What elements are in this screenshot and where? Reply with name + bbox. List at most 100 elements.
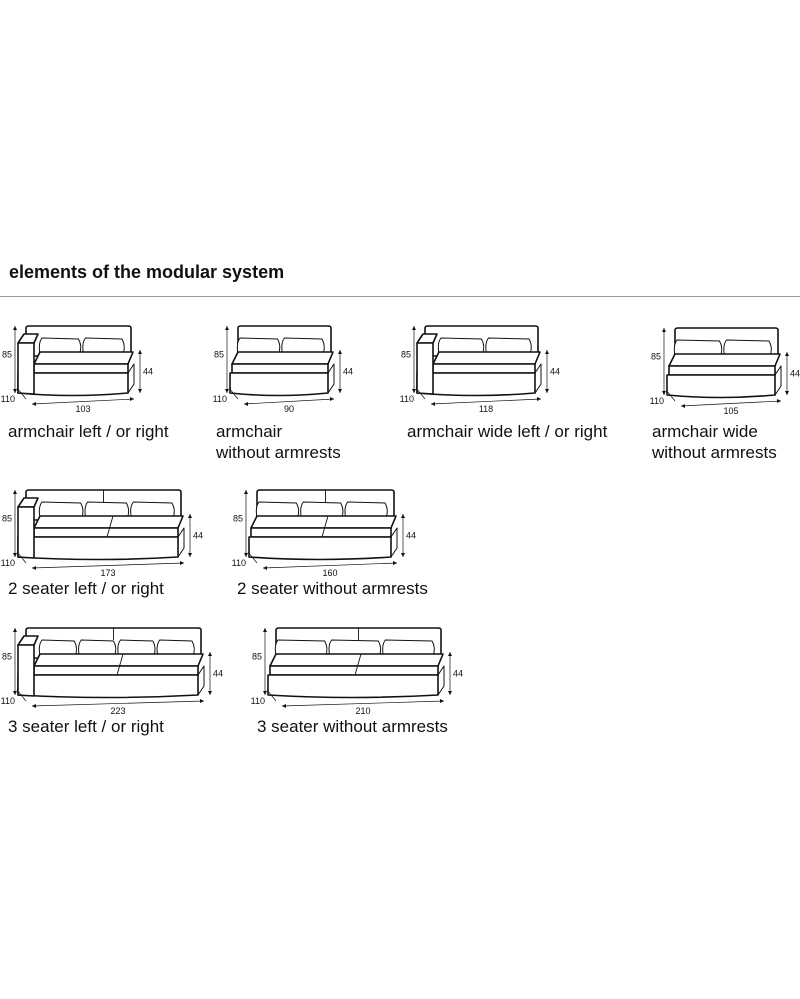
back-cushion [723, 339, 772, 357]
height-label: 85 [401, 350, 411, 360]
back-cushion [281, 337, 325, 355]
element-label: 2 seater without armrests [237, 579, 428, 598]
sofa-base [416, 372, 536, 397]
depth-line [16, 387, 27, 400]
sofa-base [248, 536, 392, 561]
height-label: 85 [2, 652, 12, 662]
sofa-drawing [229, 325, 335, 397]
back-cushion [274, 639, 328, 657]
sofa-drawing [666, 327, 782, 399]
back-cushion [485, 337, 532, 355]
depth-label: 110 [400, 394, 414, 404]
back-cushion [328, 639, 382, 657]
back-cushion [84, 501, 130, 519]
seat-height-label: 44 [406, 531, 416, 541]
dimension-arrow [662, 328, 666, 332]
dimension-arrow [282, 704, 286, 708]
depth-label: 110 [213, 394, 227, 404]
dimension-arrow [338, 389, 342, 393]
dimension-arrow [412, 326, 416, 330]
depth-label: 110 [650, 396, 664, 406]
width-line [243, 398, 335, 405]
element-label: armchair without armrests [216, 422, 341, 462]
width-label: 223 [110, 706, 125, 716]
seat-top [668, 353, 781, 367]
sofa-drawing [248, 489, 398, 561]
width-label: 118 [479, 404, 493, 414]
height-label: 85 [233, 514, 243, 524]
dimension-arrow [200, 699, 204, 703]
sofa-drawing [416, 325, 542, 397]
sofa-base [666, 374, 776, 399]
width-line [430, 398, 542, 405]
back-cushion [255, 501, 300, 519]
armrest-front [17, 342, 35, 395]
dimension-arrow [244, 402, 248, 406]
depth-line [16, 689, 27, 702]
back-cushion [156, 639, 195, 657]
width-line [680, 400, 782, 407]
dimension-lines: 85 44 110 118 [400, 326, 560, 414]
seat-height-label: 44 [550, 367, 560, 377]
width-label: 103 [75, 404, 90, 414]
seat-height-label: 44 [213, 669, 223, 679]
seat-height-label: 44 [790, 369, 800, 379]
dimension-arrow [32, 566, 36, 570]
sofa-drawing [267, 627, 445, 699]
dimension-arrow [244, 553, 248, 557]
base-side [437, 665, 445, 696]
dimension-arrow [13, 389, 17, 393]
back-cushion [38, 639, 78, 657]
seat-top [33, 351, 134, 365]
width-label: 210 [355, 706, 370, 716]
sofa-base [17, 674, 199, 699]
back-cushion [130, 501, 175, 519]
back-cushion [673, 339, 723, 357]
dimension-arrow [448, 691, 452, 695]
dimension-arrow [13, 553, 17, 557]
depth-line [665, 389, 676, 402]
dimension-arrow [440, 699, 444, 703]
depth-label: 110 [251, 696, 265, 706]
seat-top [33, 515, 184, 529]
sofa-base [267, 674, 439, 699]
seat-front [231, 363, 329, 374]
base-side [534, 363, 542, 394]
dimension-arrow [448, 652, 452, 656]
element-label: armchair left / or right [8, 422, 169, 441]
height-label: 85 [252, 652, 262, 662]
element-label: 2 seater left / or right [8, 579, 164, 598]
seat-front [432, 363, 536, 374]
width-label: 173 [100, 568, 115, 578]
depth-line [16, 551, 27, 564]
dimension-arrow [208, 691, 212, 695]
seat-seam [354, 653, 362, 676]
element-label: 3 seater without armrests [257, 717, 448, 736]
armrest-front [17, 506, 35, 559]
seat-seam [116, 653, 124, 676]
armrest-top [17, 635, 39, 646]
depth-label: 110 [1, 394, 15, 404]
armrest-front [17, 644, 35, 697]
dimension-arrow [13, 691, 17, 695]
sofa-diagram: 85 44 110 118 [400, 325, 560, 414]
width-label: 160 [322, 568, 337, 578]
dimension-arrow [225, 326, 229, 330]
seat-height-label: 44 [143, 367, 153, 377]
dimension-arrow [188, 553, 192, 557]
element-label: armchair wide without armrests [652, 422, 777, 462]
dimension-arrow [681, 404, 685, 408]
divider-line [0, 296, 800, 297]
width-label: 90 [284, 404, 294, 414]
sofa-drawing [17, 325, 135, 397]
seat-top [432, 351, 541, 365]
seat-front [33, 363, 129, 374]
back-cushion [82, 337, 125, 355]
width-line [281, 700, 445, 707]
depth-label: 110 [232, 558, 246, 568]
